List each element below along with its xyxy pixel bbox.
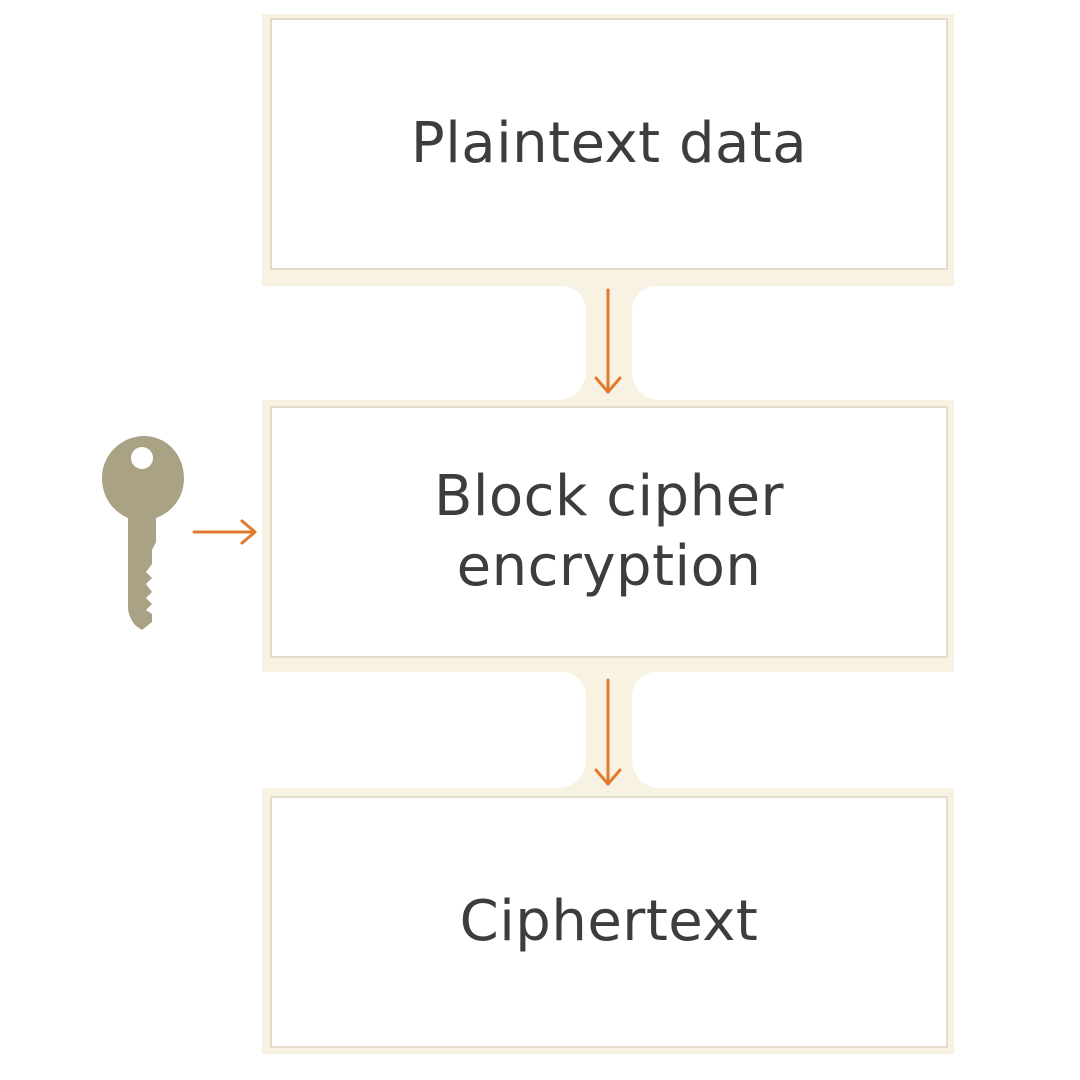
arrow-cipher-to-ciphertext (594, 678, 622, 786)
plaintext-box: Plaintext data (270, 18, 948, 270)
arrow-key-to-cipher (192, 519, 257, 545)
gap-cutout (632, 286, 954, 400)
arrow-plaintext-to-cipher (594, 288, 622, 394)
ciphertext-box: Ciphertext (270, 796, 948, 1048)
gap-cutout (632, 672, 954, 788)
ciphertext-label: Ciphertext (459, 889, 759, 954)
key-icon (102, 436, 184, 630)
plaintext-label: Plaintext data (410, 111, 808, 176)
gap-cutout (262, 672, 586, 788)
gap-cutout (262, 286, 586, 400)
block-cipher-label: Block cipher encryption (433, 464, 785, 599)
block-cipher-box: Block cipher encryption (270, 406, 948, 658)
